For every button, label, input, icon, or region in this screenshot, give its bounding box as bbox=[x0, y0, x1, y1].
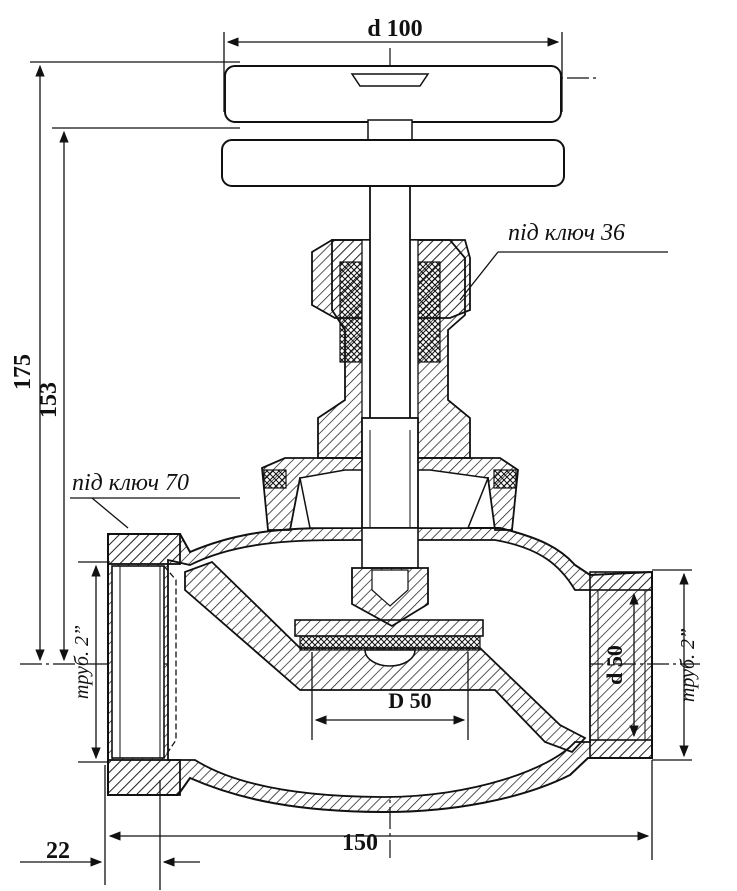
callout-pipe-thread-left: труб. 2” bbox=[71, 625, 93, 699]
dim-body-length: 150 bbox=[342, 830, 378, 856]
dim-thread-length: 22 bbox=[46, 838, 70, 864]
dimension-lines bbox=[20, 32, 692, 890]
dim-outlet-diameter: d 50 bbox=[602, 645, 627, 685]
callout-pipe-thread-right: труб. 2” bbox=[677, 628, 699, 702]
dim-handwheel-diameter: d 100 bbox=[367, 16, 422, 42]
valve-disc bbox=[294, 567, 484, 667]
dim-axis-height: 153 bbox=[36, 382, 62, 418]
callout-wrench-36: під ключ 36 bbox=[508, 220, 625, 246]
callout-wrench-70: під ключ 70 bbox=[72, 470, 189, 496]
handwheel bbox=[221, 65, 565, 187]
dim-overall-height: 175 bbox=[10, 354, 36, 390]
stem bbox=[361, 149, 419, 569]
dim-seat-diameter: D 50 bbox=[388, 688, 431, 713]
